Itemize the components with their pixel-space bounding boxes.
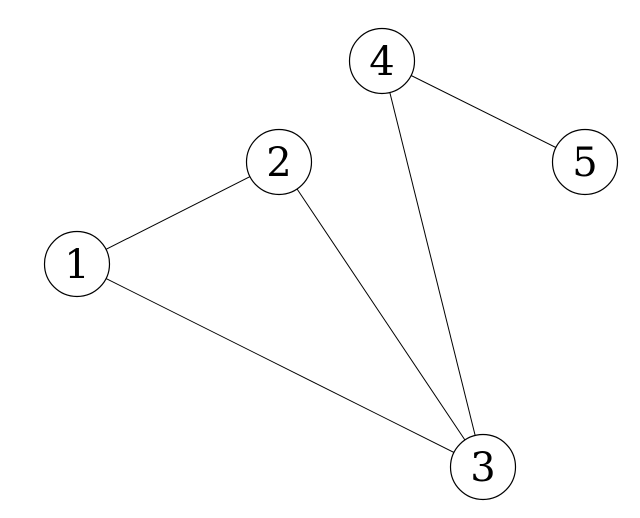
edge-2-3 (278, 161, 484, 468)
node-label-1: 1 (64, 242, 89, 288)
node-circle-3 (449, 433, 517, 501)
node-4: 4 (348, 27, 416, 95)
node-1: 1 (43, 230, 111, 298)
node-label-5: 5 (572, 140, 597, 186)
node-label-4: 4 (369, 39, 394, 85)
edge-1-3 (76, 263, 484, 468)
node-2: 2 (245, 128, 313, 196)
edge-4-5 (381, 60, 586, 163)
edge-1-2 (76, 161, 280, 265)
node-5: 5 (551, 128, 619, 196)
node-circle-4 (348, 27, 416, 95)
node-label-3: 3 (470, 445, 495, 491)
edge-4-3 (381, 60, 484, 468)
node-circle-2 (245, 128, 313, 196)
node-circle-1 (43, 230, 111, 298)
node-label-2: 2 (266, 140, 291, 186)
node-circle-5 (551, 128, 619, 196)
node-3: 3 (449, 433, 517, 501)
